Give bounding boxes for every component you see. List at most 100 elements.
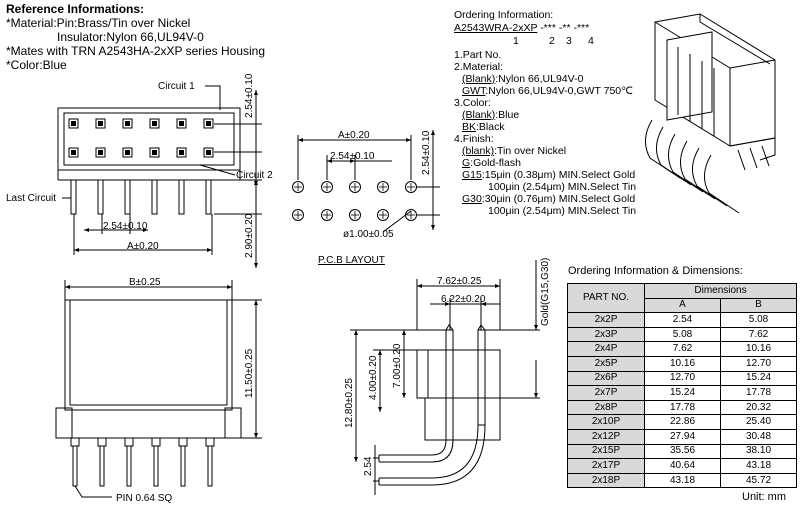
column-header-dimensions: Dimensions	[644, 283, 797, 299]
unit-label: Unit: mm	[742, 491, 786, 503]
side-view	[350, 260, 540, 495]
dimension-a-cell: 12.70	[644, 370, 721, 387]
column-header-b: B	[720, 297, 797, 314]
reference-line: *Color:Blue	[6, 58, 67, 72]
pcb-layout	[292, 130, 440, 233]
dimension-b-cell: 15.24	[720, 370, 797, 387]
column-header-a: A	[644, 297, 721, 314]
part-number-cell: 2x12P	[567, 428, 645, 445]
top-view	[57, 85, 262, 268]
ordering-code-suffix: -***	[573, 22, 590, 34]
ordering-code-number: 4	[588, 35, 594, 47]
dimension-b-cell: 7.62	[720, 326, 797, 343]
reference-line: *Mates with TRN A2543HA-2xXP series Hous…	[6, 44, 266, 58]
ordering-sub: (Blank):Nylon 66,UL94V-0	[462, 73, 584, 85]
ordering-code-number: 2	[549, 35, 555, 47]
part-number-cell: 2x4P	[567, 341, 645, 357]
dimension-a-cell: 40.64	[644, 458, 721, 474]
dimension-622: 6.22±0.20	[441, 294, 486, 305]
pcb-hole-dimension: ø1.00±0.05	[343, 229, 394, 240]
pitch-dimension: 2.54±0.10	[103, 221, 148, 232]
pcb-vertical-pitch: 2.54±0.10	[421, 130, 432, 175]
circuit-1-label: Circuit 1	[158, 81, 195, 92]
part-number-cell: 2x15P	[567, 443, 645, 460]
ordering-code-suffix: -***	[540, 22, 556, 34]
dimension-b-cell: 20.32	[720, 399, 797, 416]
dimension-a-cell: 27.94	[644, 428, 721, 445]
ordering-item-label: 2.Material:	[454, 61, 504, 73]
vertical-pitch-dimension: 2.54±0.10	[244, 73, 255, 118]
part-number-cell: 2x6P	[567, 370, 645, 387]
dimension-762: 7.62±0.25	[437, 276, 482, 287]
dimension-b-cell: 43.18	[720, 458, 797, 474]
dimension-a-cell: 15.24	[644, 385, 721, 401]
pcb-layout-title: P.C.B LAYOUT	[318, 255, 385, 266]
dimension-a-cell: 10.16	[644, 355, 721, 372]
ordering-sub: 100μin (2.54μm) MIN.Select Tin	[488, 181, 637, 193]
ordering-code: A2543WRA-2xXP	[454, 22, 538, 34]
pin-size-label: PIN 0.64 SQ	[116, 493, 172, 504]
ordering-code-suffix: -**	[558, 22, 571, 34]
gold-zone-label: Gold(G15,G30)	[540, 258, 551, 326]
dimension-b-cell: 17.78	[720, 385, 797, 401]
dimension-a-cell: 17.78	[644, 399, 721, 416]
dimension-a-cell: 35.56	[644, 443, 721, 460]
dimension-254-side: 2.54	[363, 456, 374, 476]
pcb-dimension-a: A±0.20	[338, 130, 370, 141]
reference-title: Reference Informations:	[6, 2, 145, 16]
ordering-item-label: 3.Color:	[454, 97, 491, 109]
ordering-sub: (blank):Tin over Nickel	[462, 145, 567, 157]
part-number-cell: 2x3P	[567, 326, 645, 343]
ordering-item-label: 1.Part No.	[454, 49, 502, 61]
dimension-1150: 11.50±0.25	[244, 348, 255, 398]
part-number-cell: 2x5P	[567, 355, 645, 372]
dimension-a-cell: 22.86	[644, 414, 721, 430]
dimension-a-cell: 2.54	[644, 312, 721, 328]
ordering-code-number: 3	[566, 35, 572, 47]
ordering-sub: G30:30μin (0.76μm) MIN.Select Gold	[462, 193, 636, 205]
part-number-cell: 2x8P	[567, 399, 645, 416]
dimension-a-cell: 5.08	[644, 326, 721, 343]
dimension-400: 4.00±0.20	[368, 355, 379, 400]
column-header-part: PART NO.	[567, 282, 645, 314]
dimension-700: 7.00±0.20	[392, 343, 403, 388]
ordering-sub: G15:15μin (0.38μm) MIN.Select Gold	[462, 169, 636, 181]
dimension-a: A±0.20	[127, 241, 159, 252]
pcb-pitch-dimension: 2.54±0.10	[330, 151, 375, 162]
dimension-a-cell: 43.18	[644, 472, 721, 489]
dimension-b-cell: 30.48	[720, 428, 797, 445]
dimension-b-cell: 12.70	[720, 355, 797, 372]
dimension-b-cell: 45.72	[720, 472, 797, 489]
ordering-sub: BK:Black	[462, 121, 505, 133]
front-view	[55, 280, 262, 498]
part-number-cell: 2x18P	[567, 472, 645, 489]
dimension-b-cell: 25.40	[720, 414, 797, 430]
dimension-b-cell: 10.16	[720, 341, 797, 357]
last-circuit-label: Last Circuit	[6, 193, 56, 204]
dimension-290: 2.90±0.20	[244, 213, 255, 258]
ordering-sub: (Blank):Blue	[462, 109, 520, 121]
part-number-cell: 2x7P	[567, 385, 645, 401]
part-number-cell: 2x17P	[567, 458, 645, 474]
dimension-b-cell: 38.10	[720, 443, 797, 460]
dimension-b: B±0.25	[129, 277, 161, 288]
ordering-sub: GWT:Nylon 66,UL94V-0,GWT 750℃	[462, 85, 633, 97]
ordering-sub: G:Gold-flash	[462, 157, 521, 169]
dimension-b-cell: 5.08	[720, 312, 797, 328]
reference-line: Insulator:Nylon 66,UL94V-0	[57, 30, 204, 44]
dimensions-table-title: Ordering Information & Dimensions:	[568, 265, 743, 277]
ordering-item-label: 4.Finish:	[454, 133, 494, 145]
connector-3d-illustration	[645, 13, 776, 214]
part-number-cell: 2x10P	[567, 414, 645, 430]
